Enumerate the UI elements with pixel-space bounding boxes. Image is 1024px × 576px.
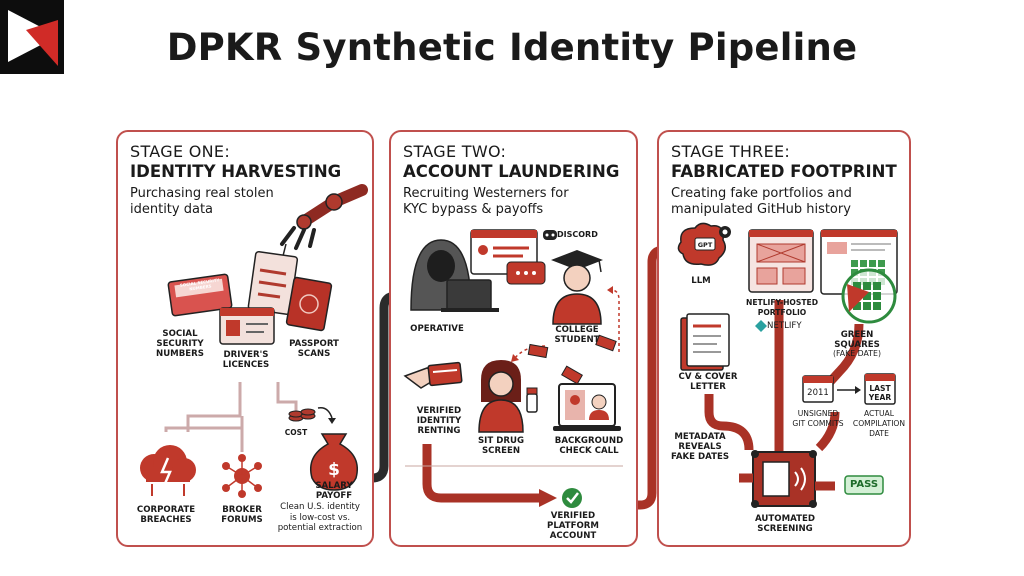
stage-number: STAGE ONE:	[130, 142, 231, 161]
robot-arm-icon	[280, 184, 368, 250]
llm-label: LLM	[691, 276, 711, 286]
magnifier-icon	[841, 268, 897, 324]
operative-label: OPERATIVE	[410, 324, 464, 334]
gpt-brain-icon	[677, 222, 731, 266]
pass-badge	[844, 475, 884, 495]
stage-name: ACCOUNT LAUNDERING	[403, 162, 620, 181]
breaches-label: CORPORATE BREACHES	[136, 505, 196, 525]
stage-one-panel: STAGE ONE: IDENTITY HARVESTING Purchasin…	[116, 130, 374, 547]
verified-account-label: VERIFIED PLATFORM ACCOUNT	[547, 511, 599, 541]
verified-check-icon	[562, 488, 582, 508]
fake-date-label: (FAKE DATE)	[833, 349, 881, 358]
salary-note: Clean U.S. identity is low-cost vs. pote…	[277, 502, 363, 533]
unsigned-commits-label: UNSIGNED GIT COMMITS	[792, 409, 844, 428]
page-title: DPKR Synthetic Identity Pipeline	[166, 26, 858, 69]
stage-number: STAGE TWO:	[403, 142, 507, 161]
cash-bills-icon	[527, 334, 617, 385]
metadata-label: METADATA REVEALS FAKE DATES	[670, 432, 730, 462]
identity-harvesting-illustration: $	[140, 184, 368, 498]
calendar-2011-icon	[802, 375, 834, 403]
background-check-label: BACKGROUND CHECK CALL	[554, 436, 624, 456]
money-bag-icon: $	[310, 433, 358, 491]
drivers-licence-icon	[219, 307, 275, 345]
fabricated-footprint-illustration	[677, 222, 898, 508]
ssn-card-icon	[167, 273, 233, 317]
netlify-label: NETLIFY	[767, 321, 802, 331]
netlify-portfolio-label: NETLIFY-HOSTED PORTFOLIO	[745, 298, 819, 317]
stage-number: STAGE THREE:	[671, 142, 791, 161]
netlify-icon	[755, 320, 767, 332]
cost-label: COST	[284, 428, 308, 437]
screening-label: AUTOMATED SCREENING	[755, 514, 815, 534]
stage-name: FABRICATED FOOTPRINT	[671, 162, 897, 181]
stage-description: Creating fake portfolios and manipulated…	[671, 186, 852, 217]
pass-label: PASS	[849, 479, 879, 490]
passport-label: PASSPORT SCANS	[289, 339, 339, 359]
green-squares-label: GREEN SQUARES	[834, 330, 880, 350]
stage-two-panel: STAGE TWO: ACCOUNT LAUNDERING Recruiting…	[389, 130, 638, 547]
drug-screen-person-icon	[478, 360, 538, 433]
renting-label: VERIFIED IDENTITY RENTING	[416, 406, 462, 436]
portfolio-window-icon	[748, 229, 814, 293]
salary-label: SALARY PAYOFF	[315, 481, 353, 501]
cv-document-icon	[680, 313, 730, 371]
svg-text:$: $	[328, 460, 340, 480]
student-label: COLLEGE STUDENT	[554, 325, 600, 345]
gpt-label: GPT	[697, 241, 713, 249]
forums-label: BROKER FORUMS	[221, 505, 263, 525]
licences-label: DRIVER'S LICENCES	[222, 350, 270, 370]
hooded-operative-icon	[410, 239, 499, 312]
ssn-label: SOCIAL SECURITY NUMBERS	[156, 329, 204, 359]
last-year-label: LAST YEAR	[868, 384, 892, 402]
cloud-breach-icon	[140, 445, 196, 496]
actual-date-label: ACTUAL COMPILATION DATE	[852, 409, 906, 438]
year-2011-label: 2011	[807, 388, 829, 398]
calendar-last-year-icon	[864, 373, 896, 405]
stage-description: Purchasing real stolen identity data	[130, 186, 274, 217]
cv-label: CV & COVER LETTER	[678, 372, 738, 392]
video-call-laptop-icon	[553, 383, 621, 431]
broker-network-icon	[222, 454, 262, 498]
discord-icon	[543, 230, 557, 240]
stage-three-panel: STAGE THREE: FABRICATED FOOTPRINT Creati…	[657, 130, 911, 547]
discord-label: DISCORD	[557, 230, 598, 239]
stage-description: Recruiting Westerners for KYC bypass & p…	[403, 186, 569, 217]
college-student-icon	[551, 250, 603, 325]
card-hand-icon	[403, 361, 463, 389]
screening-machine-icon	[739, 450, 817, 508]
passport-icon	[285, 276, 333, 332]
stage-name: IDENTITY HARVESTING	[130, 162, 342, 181]
brand-logo	[0, 0, 64, 74]
play-triangle-logo-icon	[8, 10, 58, 66]
drug-screen-label: SIT DRUG SCREEN	[477, 436, 525, 456]
chat-window-icon	[470, 229, 546, 285]
account-laundering-illustration	[403, 229, 623, 508]
coins-icon	[288, 406, 336, 424]
